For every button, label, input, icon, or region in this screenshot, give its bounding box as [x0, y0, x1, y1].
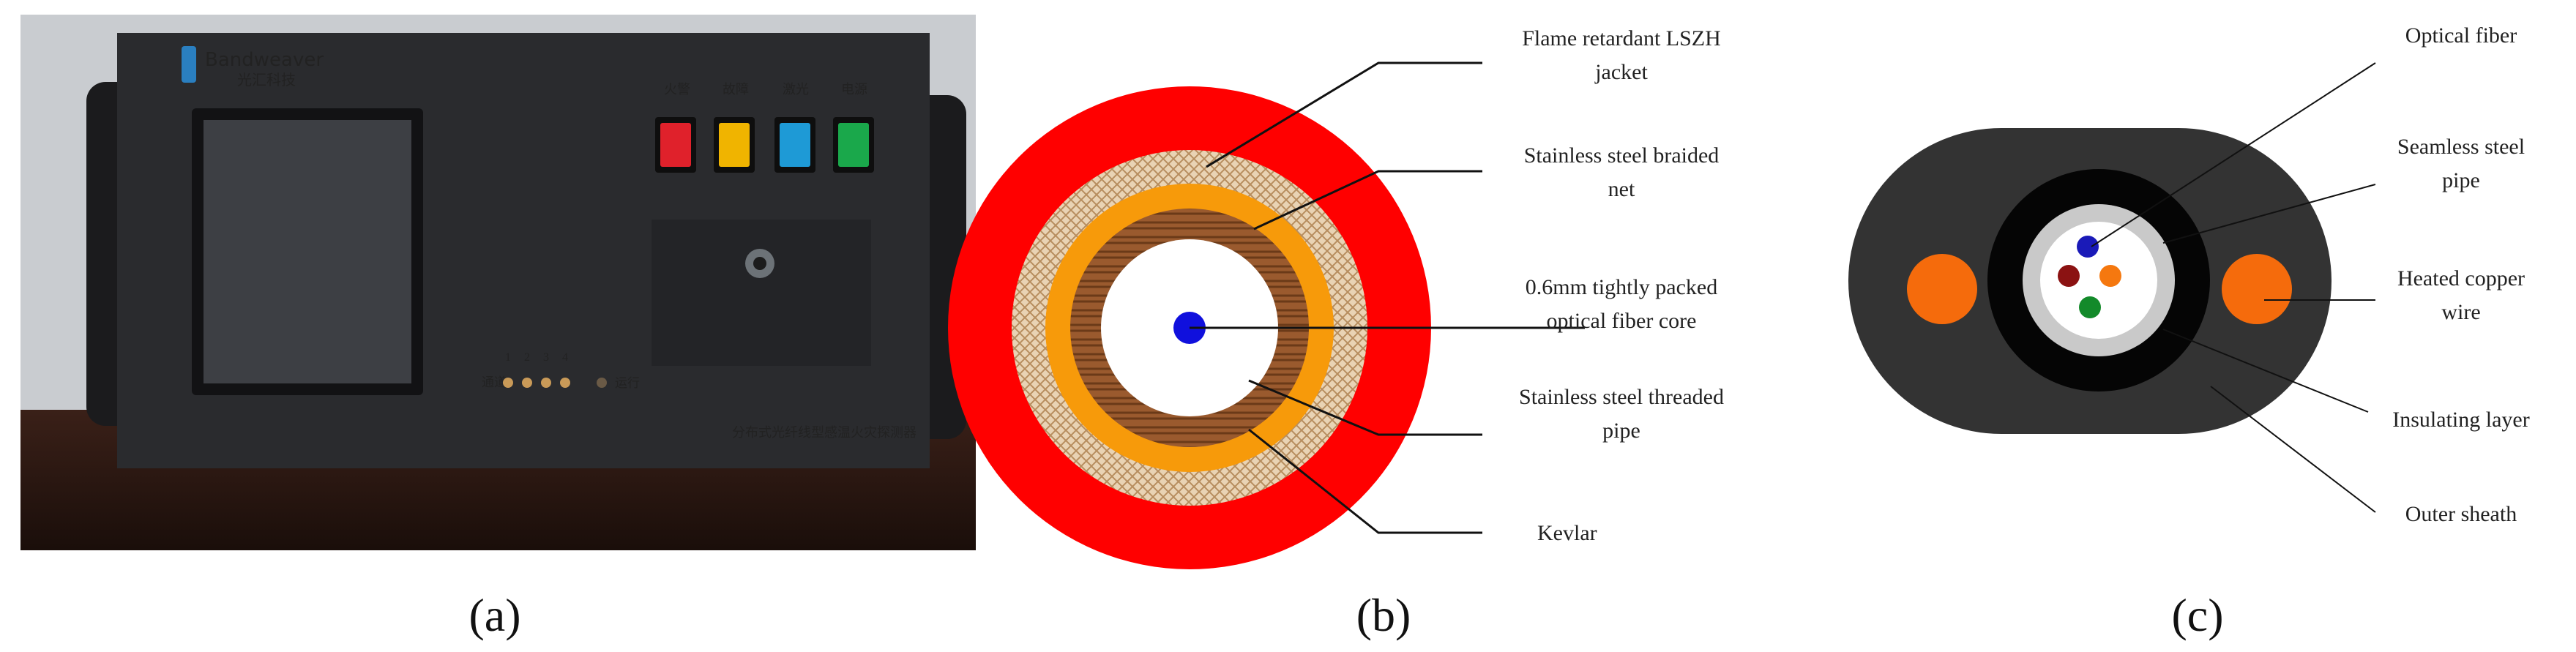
jacket-leader — [1206, 61, 1482, 168]
fire-label: 火警 — [664, 82, 690, 97]
panel-c-diagram: Optical fiber Seamless steel pipe Heated… — [1848, 23, 2530, 641]
panel-b-diagram: Flame retardant LSZH jacket Stainless st… — [948, 26, 1724, 641]
power-label: 电源 — [841, 82, 867, 97]
channel-number-1: 1 — [505, 351, 511, 364]
insulating-label: Insulating layer — [2392, 408, 2529, 432]
fiber-orange — [2099, 265, 2121, 287]
run-label: 运行 — [615, 376, 640, 391]
kevlar-label: Kevlar — [1537, 521, 1597, 545]
brand-name-cn: 光汇科技 — [237, 71, 296, 89]
caption-a: (a) — [468, 589, 520, 641]
core-label-1: 0.6mm tightly packed — [1526, 275, 1717, 299]
laser-button — [780, 123, 810, 167]
steel-leader — [2162, 184, 2376, 244]
indicator-buttons: 火警 故障 激光 电源 — [655, 82, 874, 173]
key-lock-slot — [753, 257, 766, 270]
fault-button — [719, 123, 750, 167]
jacket-label-2: jacket — [1594, 60, 1648, 84]
sheath-label: Outer sheath — [2405, 502, 2517, 526]
fiber-leader — [2091, 62, 2376, 247]
channel-led-1 — [503, 378, 513, 388]
sheath-leader — [2210, 386, 2376, 513]
copper-wire-left — [1907, 254, 1977, 324]
channel-label: 通道 — [482, 375, 507, 390]
copper-wire-right — [2222, 254, 2292, 324]
channel-led-2 — [522, 378, 532, 388]
power-button — [838, 123, 869, 167]
callout-lines-b — [1190, 61, 1585, 534]
laser-label: 激光 — [783, 82, 809, 97]
steel-label-2: pipe — [2442, 168, 2480, 192]
fire-button — [660, 123, 691, 167]
channel-number-2: 2 — [524, 351, 530, 364]
panel-a-photo: Bandweaver 光汇科技 火警 故障 激光 电源 通道 1 2 3 4 — [20, 15, 976, 641]
product-line: 分布式光纤线型感温火灾探测器 — [732, 425, 916, 441]
jacket-label-1: Flame retardant LSZH — [1522, 26, 1721, 50]
core-label-2: optical fiber core — [1547, 309, 1697, 333]
channel-number-3: 3 — [543, 351, 549, 364]
channel-led-3 — [541, 378, 551, 388]
fault-label: 故障 — [723, 82, 749, 97]
kevlar-leader — [1248, 428, 1482, 534]
steel-pipe-bore — [2040, 222, 2157, 339]
fiber-label: Optical fiber — [2405, 23, 2517, 48]
insulating-leader — [2162, 329, 2369, 413]
pipe-label-1: Stainless steel threaded — [1519, 385, 1724, 409]
braid-label-1: Stainless steel braided — [1524, 143, 1720, 168]
brand-name: Bandweaver — [205, 49, 324, 71]
channel-number-4: 4 — [562, 351, 568, 364]
run-led — [597, 378, 607, 388]
pipe-leader — [1248, 379, 1482, 436]
caption-c: (c) — [2171, 589, 2223, 641]
channel-led-4 — [560, 378, 570, 388]
fiber-green — [2079, 296, 2101, 318]
steel-label-1: Seamless steel — [2397, 135, 2525, 159]
braid-label-2: net — [1608, 177, 1635, 201]
pipe-label-2: pipe — [1602, 419, 1640, 443]
copper-label-2: wire — [2441, 300, 2480, 324]
braid-leader — [1253, 170, 1482, 231]
callout-lines-c — [2091, 62, 2376, 513]
caption-b: (b) — [1356, 589, 1411, 641]
display-screen — [204, 120, 411, 383]
fiber-blue — [2077, 236, 2099, 258]
fiber-red — [2058, 265, 2080, 287]
copper-label-1: Heated copper — [2397, 266, 2525, 291]
brand-logo — [182, 46, 196, 83]
key-panel — [652, 220, 871, 366]
